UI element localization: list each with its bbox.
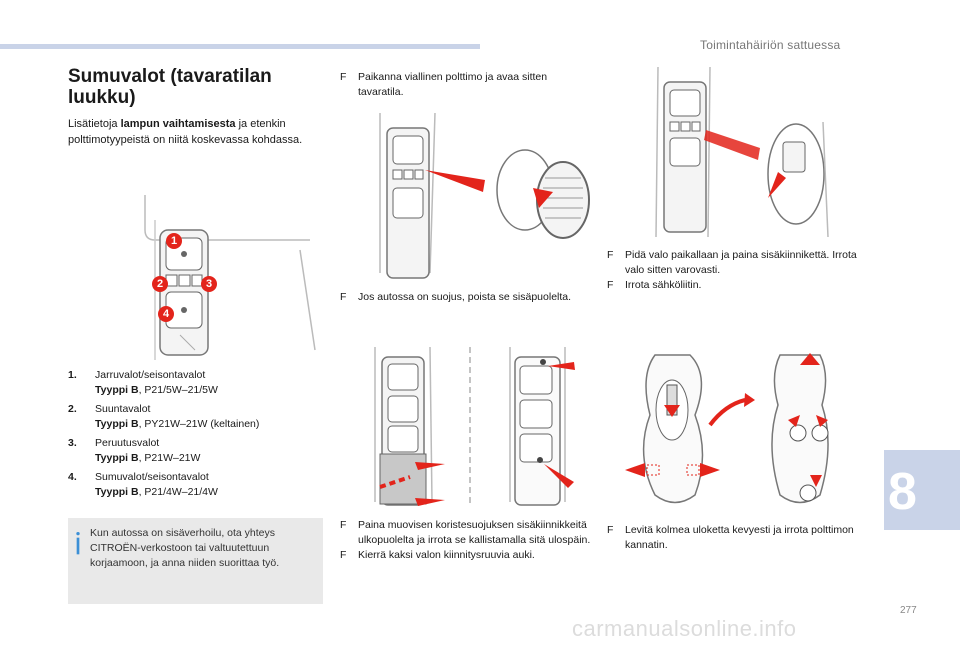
bullet-icon: F bbox=[340, 71, 347, 83]
intro-suffix: ja etenkin polttimotyypeistä on niitä ko… bbox=[68, 118, 303, 146]
step-text: Kierrä kaksi valon kiinnitysruuvia auki. bbox=[358, 549, 535, 561]
step-text: Jos autossa on suojus, poista se sisäpuo… bbox=[358, 291, 572, 303]
info-note: Kun autossa on sisäverhoilu, ota yhteys … bbox=[68, 518, 323, 604]
lamp-name: Jarruvalot/seisontavalot bbox=[95, 369, 206, 381]
step-1: F Paikanna viallinen polttimo ja avaa sit… bbox=[340, 70, 595, 100]
bullet-icon: F bbox=[340, 549, 347, 561]
step-text: Irrota sähköliitin. bbox=[625, 279, 702, 291]
lamp-spec-value: , P21W–21W bbox=[138, 452, 201, 464]
step-4: F Pidä valo paikallaan ja paina sisäkiinn… bbox=[607, 248, 877, 293]
lamp-spec-label: Tyyppi B bbox=[95, 418, 139, 430]
step-3: F Paina muovisen koristesuojuksen sisäkii… bbox=[340, 518, 595, 563]
callout-3: 3 bbox=[201, 276, 217, 292]
step-text: Levitä kolmea uloketta kevyesti ja irrot… bbox=[625, 524, 854, 551]
note-text: Kun autossa on sisäverhoilu, ota yhteys … bbox=[90, 527, 280, 569]
bullet-icon: F bbox=[340, 291, 347, 303]
bullet-icon: F bbox=[607, 524, 614, 536]
watermark: carmanualsonline.info bbox=[572, 616, 797, 641]
trim-removal-diagram bbox=[374, 346, 575, 507]
lamp-name: Suuntavalot bbox=[95, 403, 151, 415]
step-text: Paikanna viallinen polttimo ja avaa sitt… bbox=[358, 71, 548, 98]
bulb-holder-diagram bbox=[625, 353, 829, 504]
tailgate-open-diagram bbox=[379, 112, 590, 279]
lamp-num: 1. bbox=[68, 369, 77, 381]
lamp-name: Peruutusvalot bbox=[95, 437, 160, 449]
lamp-spec-label: Tyyppi B bbox=[95, 452, 139, 464]
chapter-tab bbox=[884, 450, 960, 530]
lamp-removal-diagram bbox=[655, 66, 829, 238]
bullet-icon: F bbox=[340, 519, 347, 531]
info-icon bbox=[76, 532, 80, 555]
bullet-icon: F bbox=[607, 249, 614, 261]
step-text: Pidä valo paikallaan ja paina sisäkiinni… bbox=[625, 249, 857, 276]
chapter-number: 8 bbox=[888, 463, 917, 521]
intro-text: Lisätietoja lampun vaihtamisesta ja eten… bbox=[68, 116, 323, 148]
lamp-spec-value: , P21/4W–21/4W bbox=[138, 486, 218, 498]
step-2: F Jos autossa on suojus, poista se sisäpu… bbox=[340, 290, 580, 305]
lamp-spec-label: Tyyppi B bbox=[95, 486, 139, 498]
lamp-num: 2. bbox=[68, 403, 77, 415]
intro-bold: lampun vaihtamisesta bbox=[120, 118, 236, 130]
callout-4: 4 bbox=[158, 306, 174, 322]
lamp-num: 4. bbox=[68, 471, 77, 483]
page-title: Sumuvalot (tavaratilan luukku) bbox=[68, 66, 272, 108]
lamp-spec-value: , PY21W–21W (keltainen) bbox=[138, 418, 260, 430]
callout-2: 2 bbox=[152, 276, 168, 292]
lamp-spec-value: , P21/5W–21/5W bbox=[138, 384, 218, 396]
lamp-name: Sumuvalot/seisontavalot bbox=[95, 471, 209, 483]
lamp-num: 3. bbox=[68, 437, 77, 449]
section-title: Toimintahäiriön sattuessa bbox=[700, 38, 841, 52]
step-5: F Levitä kolmea uloketta kevyesti ja irro… bbox=[607, 523, 867, 553]
page-number: 277 bbox=[900, 605, 917, 616]
tail-light-diagram bbox=[144, 195, 316, 360]
bullet-icon: F bbox=[607, 279, 614, 291]
step-text: Paina muovisen koristesuojuksen sisäkiin… bbox=[358, 519, 591, 546]
callout-1: 1 bbox=[166, 233, 182, 249]
header-bar bbox=[0, 44, 480, 49]
lamp-spec-label: Tyyppi B bbox=[95, 384, 139, 396]
intro-prefix: Lisätietoja bbox=[68, 118, 121, 130]
